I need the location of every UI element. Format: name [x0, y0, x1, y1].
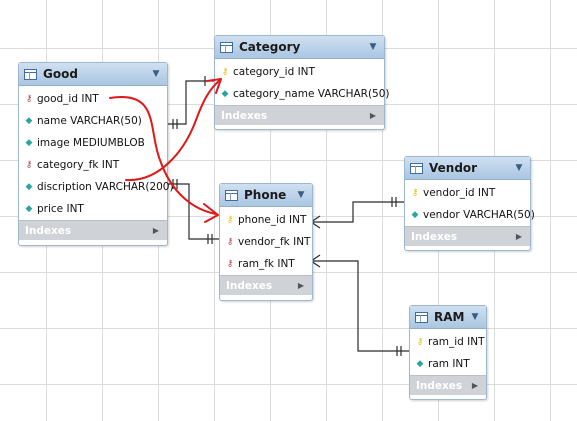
connector-phone-vendor	[311, 201, 404, 223]
red-key-icon: ⚷	[25, 93, 33, 104]
table-category[interactable]: Category ▼ ⚷ category_id INT ◆ category_…	[214, 35, 390, 130]
column-label: vendor VARCHAR(50)	[423, 209, 535, 221]
caret-down-icon[interactable]: ▼	[515, 163, 523, 173]
column-label: discription VARCHAR(200)	[37, 181, 174, 193]
caret-right-icon[interactable]: ▶	[369, 111, 376, 120]
key-icon: ⚷	[416, 336, 424, 347]
column-good-id[interactable]: ⚷ good_id INT	[19, 88, 167, 110]
diamond-icon: ◆	[25, 115, 33, 126]
diamond-icon: ◆	[411, 209, 419, 220]
caret-down-icon[interactable]: ▼	[152, 69, 160, 79]
column-label: good_id INT	[37, 93, 99, 105]
column-category-id[interactable]: ⚷ category_id INT	[215, 61, 384, 83]
table-icon	[415, 311, 428, 323]
red-key-icon: ⚷	[226, 258, 234, 269]
caret-down-icon[interactable]: ▼	[369, 42, 377, 52]
caret-down-icon[interactable]: ▼	[297, 190, 305, 200]
column-label: category_name VARCHAR(50)	[233, 88, 390, 100]
indexes-bar[interactable]: Indexes ▶	[215, 105, 384, 125]
table-ram-header[interactable]: RAM ▼	[410, 306, 486, 329]
diamond-icon: ◆	[25, 181, 33, 192]
diamond-icon: ◆	[416, 358, 424, 369]
column-good-discription[interactable]: ◆ discription VARCHAR(200)	[19, 176, 174, 198]
table-icon	[220, 41, 233, 53]
table-icon	[225, 189, 238, 201]
column-good-price[interactable]: ◆ price INT	[19, 198, 167, 220]
caret-right-icon[interactable]: ▶	[152, 226, 159, 235]
column-label: image MEDIUMBLOB	[37, 137, 145, 149]
column-category-name[interactable]: ◆ category_name VARCHAR(50)	[215, 83, 390, 105]
column-label: vendor_fk INT	[238, 236, 311, 248]
key-icon: ⚷	[226, 214, 234, 225]
table-icon	[24, 68, 37, 80]
table-icon	[410, 162, 423, 174]
column-label: ram INT	[428, 358, 470, 370]
indexes-label: Indexes	[411, 230, 458, 243]
indexes-bar[interactable]: Indexes ▶	[220, 275, 312, 295]
column-label: phone_id INT	[238, 214, 307, 226]
column-vendor-name[interactable]: ◆ vendor VARCHAR(50)	[405, 204, 535, 226]
column-vendor-id[interactable]: ⚷ vendor_id INT	[405, 182, 530, 204]
column-label: vendor_id INT	[423, 187, 496, 199]
column-good-category-fk[interactable]: ⚷ category_fk INT	[19, 154, 167, 176]
key-icon: ⚷	[221, 66, 229, 77]
indexes-label: Indexes	[221, 109, 268, 122]
column-phone-id[interactable]: ⚷ phone_id INT	[220, 209, 312, 231]
table-phone-title: Phone	[244, 188, 287, 202]
column-label: category_id INT	[233, 66, 315, 78]
column-good-image[interactable]: ◆ image MEDIUMBLOB	[19, 132, 167, 154]
indexes-label: Indexes	[226, 279, 273, 292]
table-vendor-header[interactable]: Vendor ▼	[405, 157, 530, 180]
red-key-icon: ⚷	[25, 159, 33, 170]
connector-good-phone	[166, 183, 219, 240]
diamond-icon: ◆	[25, 137, 33, 148]
table-category-header[interactable]: Category ▼	[215, 36, 384, 59]
table-phone[interactable]: Phone ▼ ⚷ phone_id INT ⚷ vendor_fk INT ⚷…	[219, 183, 313, 301]
diamond-icon: ◆	[25, 203, 33, 214]
table-good-header[interactable]: Good ▼	[19, 63, 167, 86]
connector-phone-ram	[311, 260, 409, 352]
table-category-title: Category	[239, 40, 301, 54]
table-vendor[interactable]: Vendor ▼ ⚷ vendor_id INT ◆ vendor VARCHA…	[404, 156, 535, 251]
connector-good-category	[166, 80, 214, 125]
column-ram-id[interactable]: ⚷ ram_id INT	[410, 331, 486, 353]
column-label: ram_id INT	[428, 336, 485, 348]
table-ram-title: RAM	[434, 310, 465, 324]
table-good[interactable]: Good ▼ ⚷ good_id INT ◆ name VARCHAR(50) …	[18, 62, 174, 246]
indexes-bar[interactable]: Indexes ▶	[405, 226, 530, 246]
table-good-title: Good	[43, 67, 78, 81]
caret-right-icon[interactable]: ▶	[515, 232, 522, 241]
column-label: name VARCHAR(50)	[37, 115, 142, 127]
column-good-name[interactable]: ◆ name VARCHAR(50)	[19, 110, 167, 132]
table-phone-header[interactable]: Phone ▼	[220, 184, 312, 207]
table-ram[interactable]: RAM ▼ ⚷ ram_id INT ◆ ram INT Indexes ▶	[409, 305, 487, 400]
caret-down-icon[interactable]: ▼	[471, 312, 479, 322]
column-label: category_fk INT	[37, 159, 120, 171]
column-ram-value[interactable]: ◆ ram INT	[410, 353, 486, 375]
column-label: price INT	[37, 203, 84, 215]
caret-right-icon[interactable]: ▶	[471, 381, 478, 390]
diamond-icon: ◆	[221, 88, 229, 99]
indexes-label: Indexes	[25, 224, 72, 237]
table-vendor-title: Vendor	[429, 161, 478, 175]
column-vendor-fk[interactable]: ⚷ vendor_fk INT	[220, 231, 312, 253]
key-icon: ⚷	[411, 187, 419, 198]
indexes-label: Indexes	[416, 379, 463, 392]
column-label: ram_fk INT	[238, 258, 295, 270]
column-ram-fk[interactable]: ⚷ ram_fk INT	[220, 253, 312, 275]
caret-right-icon[interactable]: ▶	[297, 281, 304, 290]
red-key-icon: ⚷	[226, 236, 234, 247]
indexes-bar[interactable]: Indexes ▶	[19, 220, 167, 240]
indexes-bar[interactable]: Indexes ▶	[410, 375, 486, 395]
